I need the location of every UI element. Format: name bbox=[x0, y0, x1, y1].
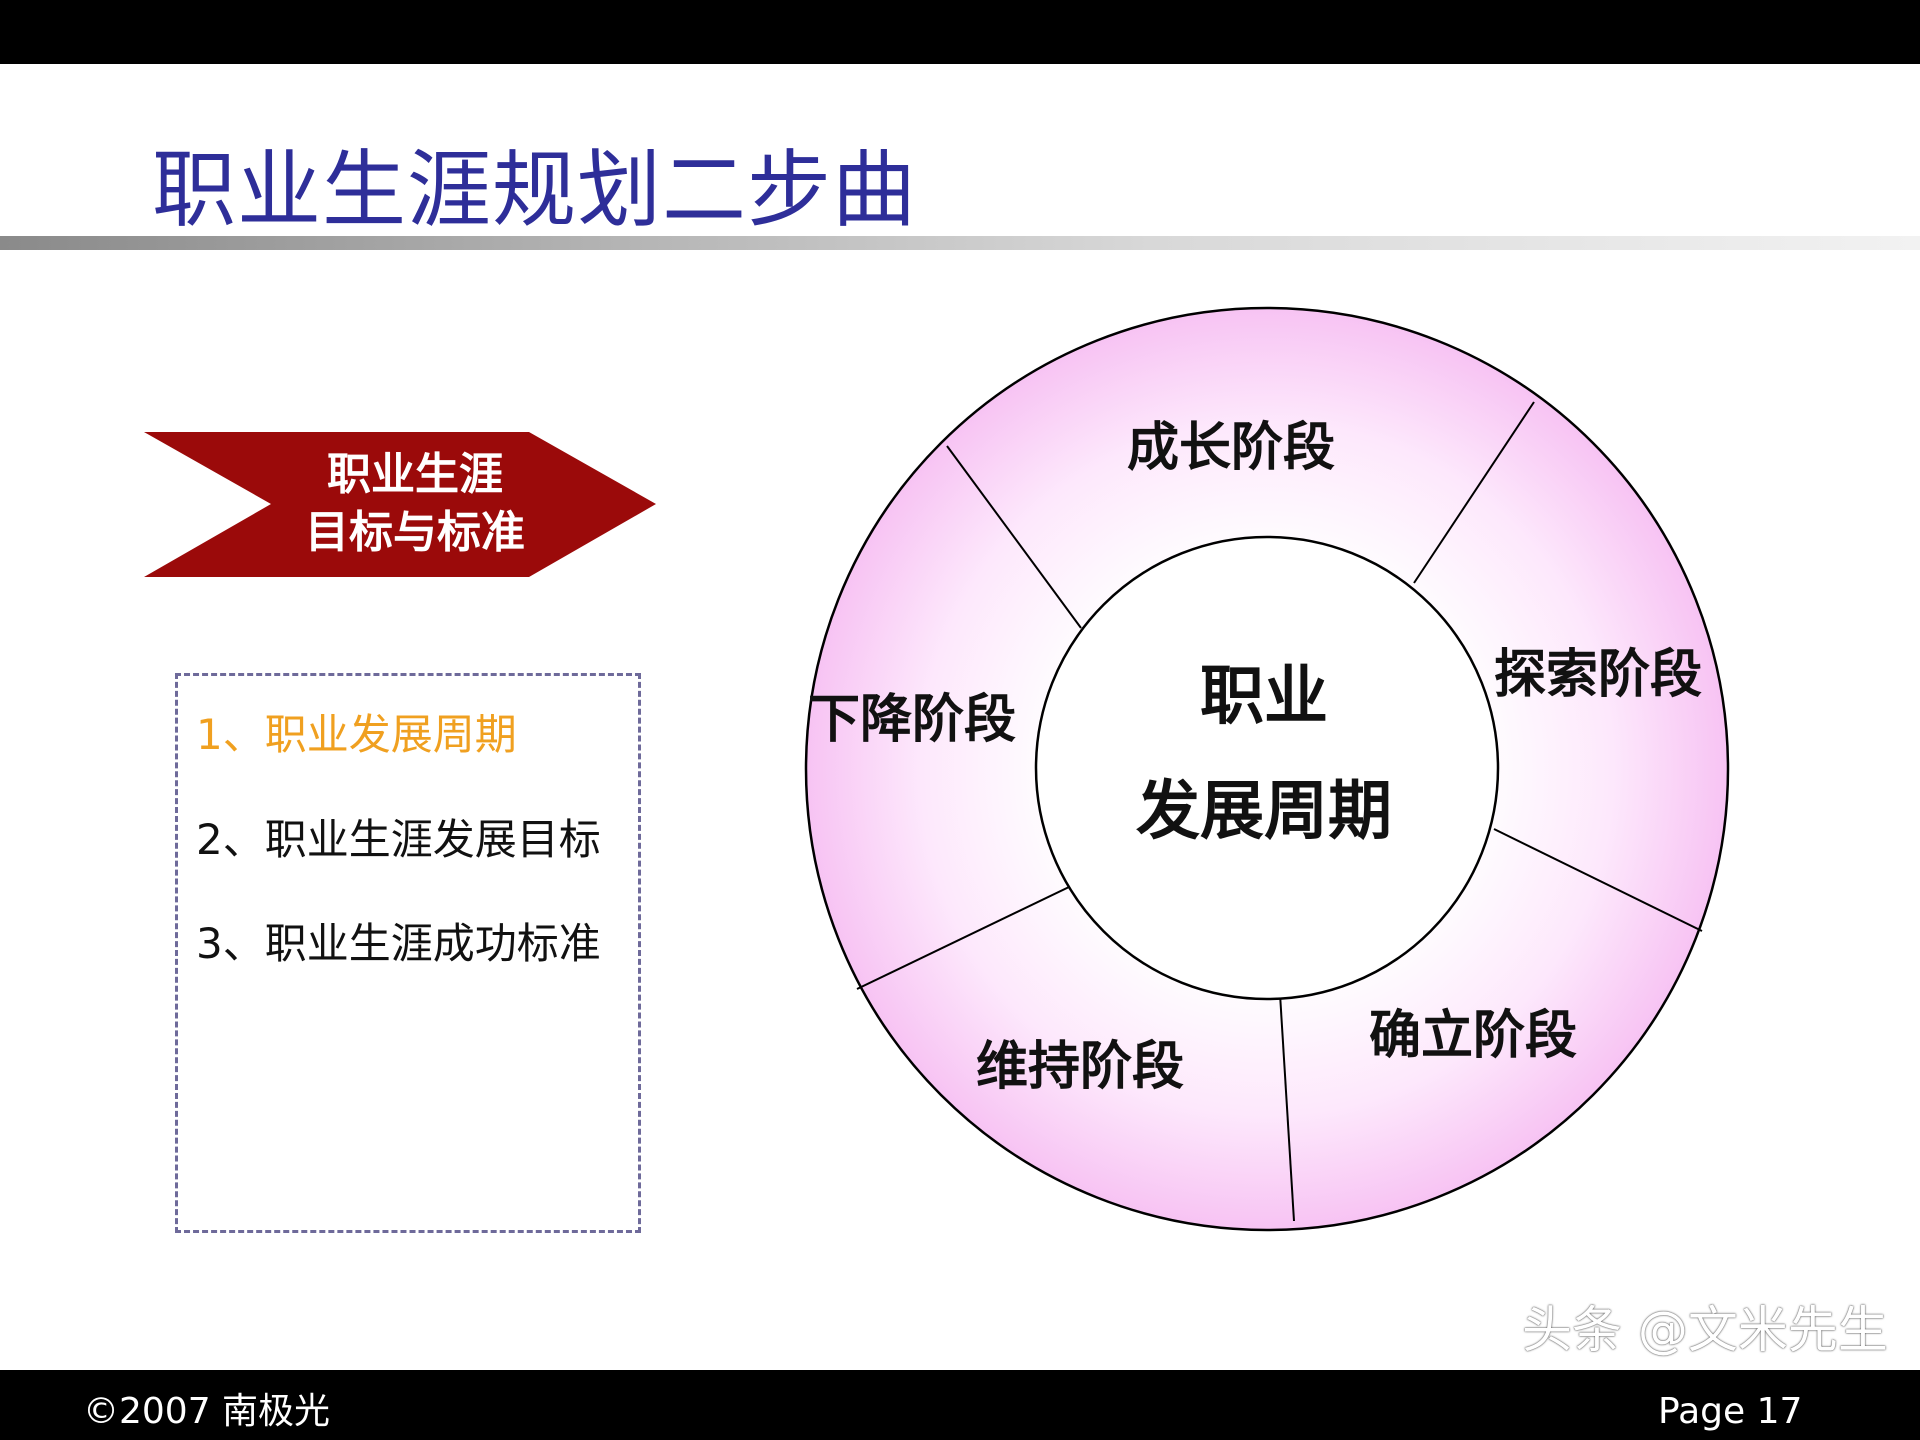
agenda-item-2[interactable]: 2、职业生涯发展目标 bbox=[196, 815, 601, 864]
center-label-line2: 发展周期 bbox=[1136, 775, 1392, 849]
agenda-box bbox=[175, 673, 641, 1233]
agenda-item-1[interactable]: 1、职业发展周期 bbox=[196, 710, 517, 759]
divider bbox=[1413, 401, 1535, 584]
arrow-label-line2: 目标与标准 bbox=[305, 507, 525, 558]
arrow-label-line1: 职业生涯 bbox=[327, 449, 503, 500]
stage-growth: 成长阶段 bbox=[1127, 418, 1335, 478]
inner-circle bbox=[1034, 535, 1500, 1001]
divider bbox=[856, 886, 1070, 990]
divider bbox=[1493, 828, 1703, 932]
footer-bar bbox=[0, 1370, 1920, 1440]
slide-title: 职业生涯规划二步曲 bbox=[152, 141, 918, 239]
page-number: Page 17 bbox=[1658, 1391, 1803, 1432]
arrow-banner-label: 职业生涯 目标与标准 bbox=[250, 446, 580, 562]
divider bbox=[946, 445, 1082, 629]
watermark: 头条 @文米先生 bbox=[1522, 1301, 1888, 1359]
arrow-banner bbox=[144, 432, 656, 577]
title-underline bbox=[0, 236, 1920, 250]
agenda-item-3[interactable]: 3、职业生涯成功标准 bbox=[196, 919, 601, 968]
stage-establishment: 确立阶段 bbox=[1369, 1006, 1577, 1066]
top-bar bbox=[0, 0, 1920, 64]
stage-exploration: 探索阶段 bbox=[1494, 645, 1702, 705]
copyright: ©2007 南极光 bbox=[83, 1391, 331, 1432]
divider bbox=[1279, 993, 1295, 1222]
stage-decline: 下降阶段 bbox=[808, 690, 1016, 750]
center-label-line1: 职业 bbox=[1200, 660, 1328, 734]
stage-maintenance: 维持阶段 bbox=[976, 1037, 1184, 1097]
